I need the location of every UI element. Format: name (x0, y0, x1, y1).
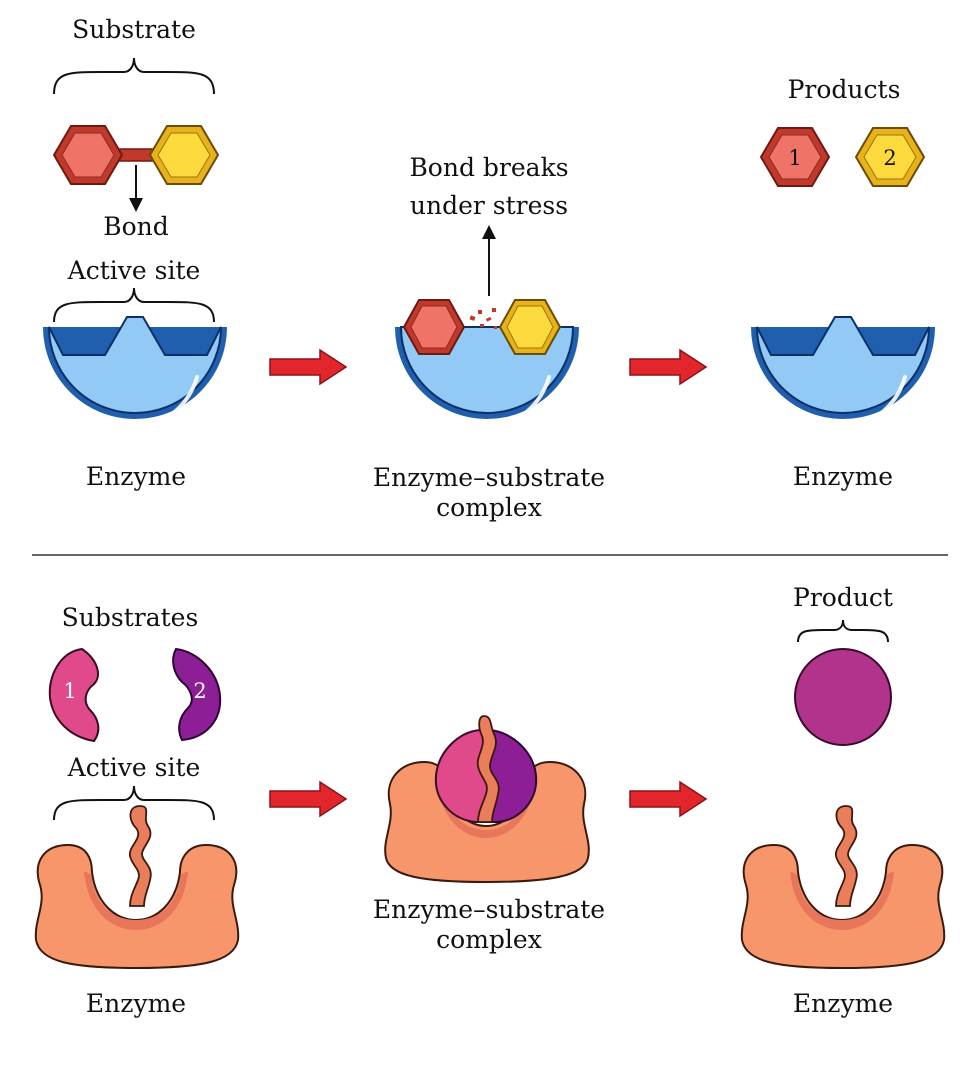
complex-label-top-line1: Enzyme–substrate (373, 463, 605, 492)
enzyme-blue-right (751, 316, 935, 432)
enzyme-label-top-right: Enzyme (793, 462, 893, 491)
products-label: Products (788, 75, 901, 104)
enzyme-orange-right (740, 805, 946, 970)
reaction-arrow-top-2 (629, 348, 708, 386)
complex-label-top-line2: complex (436, 493, 542, 522)
product-label: Product (793, 583, 893, 612)
active-site-label-bottom: Active site (67, 753, 201, 782)
complex-label-bottom-line1: Enzyme–substrate (373, 895, 605, 924)
substrate-2-number: 2 (193, 679, 206, 703)
reaction-arrow-bottom-1 (269, 780, 348, 818)
substrate-label: Substrate (72, 15, 196, 44)
stress-label-line2: under stress (410, 191, 568, 220)
substrate-brace (53, 57, 215, 95)
active-site-label-top: Active site (67, 256, 201, 285)
product-2-number: 2 (883, 146, 896, 170)
product-circle (794, 648, 892, 746)
bond-label: Bond (103, 212, 169, 241)
substrate-1-pink (48, 647, 100, 743)
substrates-label: Substrates (62, 603, 199, 632)
enzyme-blue-left (43, 316, 227, 432)
product-1-hexagon (759, 127, 831, 187)
substrate-molecule (52, 125, 220, 185)
reaction-arrow-top-1 (269, 348, 348, 386)
product-2-hexagon (854, 127, 926, 187)
enzyme-orange-left (34, 805, 240, 970)
stress-label-line1: Bond breaks (409, 153, 568, 182)
complex-label-bottom-line2: complex (436, 925, 542, 954)
active-site-brace-bottom (53, 785, 215, 821)
active-site-brace-top (53, 287, 215, 323)
substrate-2-purple (172, 647, 222, 742)
enzyme-label-bottom-left: Enzyme (86, 989, 186, 1018)
product-1-number: 1 (788, 146, 801, 170)
reaction-arrow-bottom-2 (629, 780, 708, 818)
product-brace (797, 619, 889, 643)
breaking-substrate (402, 299, 562, 355)
enzyme-label-top-left: Enzyme (86, 462, 186, 491)
enzyme-substrate-complex-bottom (384, 715, 590, 884)
substrate-1-number: 1 (63, 679, 76, 703)
enzyme-label-bottom-right: Enzyme (793, 989, 893, 1018)
